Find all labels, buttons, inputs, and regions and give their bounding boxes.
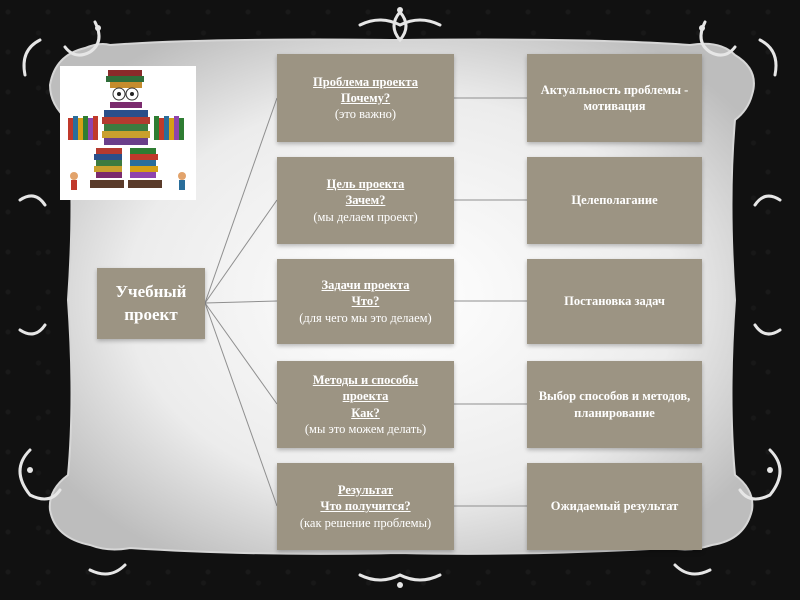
node-text: Актуальность проблемы - мотивация — [540, 82, 689, 113]
node-title-line: Что получится? — [320, 499, 411, 514]
node-title-line: Результат — [337, 483, 394, 498]
frame-dots — [27, 7, 773, 588]
node-project-methods: Методы и способы проекта Как? (мы это мо… — [277, 361, 454, 448]
root-label-line1: Учебный — [115, 281, 187, 301]
node-title-line: Что? — [351, 294, 380, 309]
node-note: (мы делаем проект) — [313, 209, 418, 224]
node-title-line: Цель проекта — [326, 177, 405, 192]
node-title-line: Задачи проекта — [321, 278, 410, 293]
node-text: Ожидаемый результат — [550, 499, 679, 514]
node-title-line: Как? — [351, 405, 380, 420]
node-expected-result: Ожидаемый результат — [527, 463, 702, 550]
node-methods-planning: Выбор способов и методов, планирование — [527, 361, 702, 448]
root-label-line2: проект — [124, 304, 178, 324]
books-figure-icon — [68, 70, 186, 190]
frame-flourishes — [18, 10, 782, 582]
node-note: (как решение проблемы) — [299, 515, 432, 530]
node-note: (для чего мы это делаем) — [299, 310, 432, 325]
books-figure-image — [60, 66, 196, 200]
node-text: Постановка задач — [564, 294, 665, 309]
node-title-line: Зачем? — [345, 193, 386, 208]
node-project-result: Результат Что получится? (как решение пр… — [277, 463, 454, 550]
node-task-setting: Постановка задач — [527, 259, 702, 344]
node-goal-setting: Целеполагание — [527, 157, 702, 244]
node-title-line: Почему? — [340, 90, 391, 105]
node-title-line: проекта — [342, 389, 389, 404]
node-project-goal: Цель проекта Зачем? (мы делаем проект) — [277, 157, 454, 244]
node-project-problem: Проблема проекта Почему? (это важно) — [277, 54, 454, 142]
node-title-line: Методы и способы — [312, 373, 419, 387]
node-note: (это важно) — [334, 107, 397, 122]
node-project-tasks: Задачи проекта Что? (для чего мы это дел… — [277, 259, 454, 344]
node-note: (мы это можем делать) — [304, 421, 427, 436]
connectors — [204, 97, 527, 507]
node-title-line: Проблема проекта — [313, 74, 418, 89]
node-text: Целеполагание — [571, 193, 658, 208]
root-node-learning-project: Учебный проект — [97, 268, 205, 339]
node-problem-relevance: Актуальность проблемы - мотивация — [527, 54, 702, 142]
node-text: Выбор способов и методов, планирование — [538, 389, 691, 420]
